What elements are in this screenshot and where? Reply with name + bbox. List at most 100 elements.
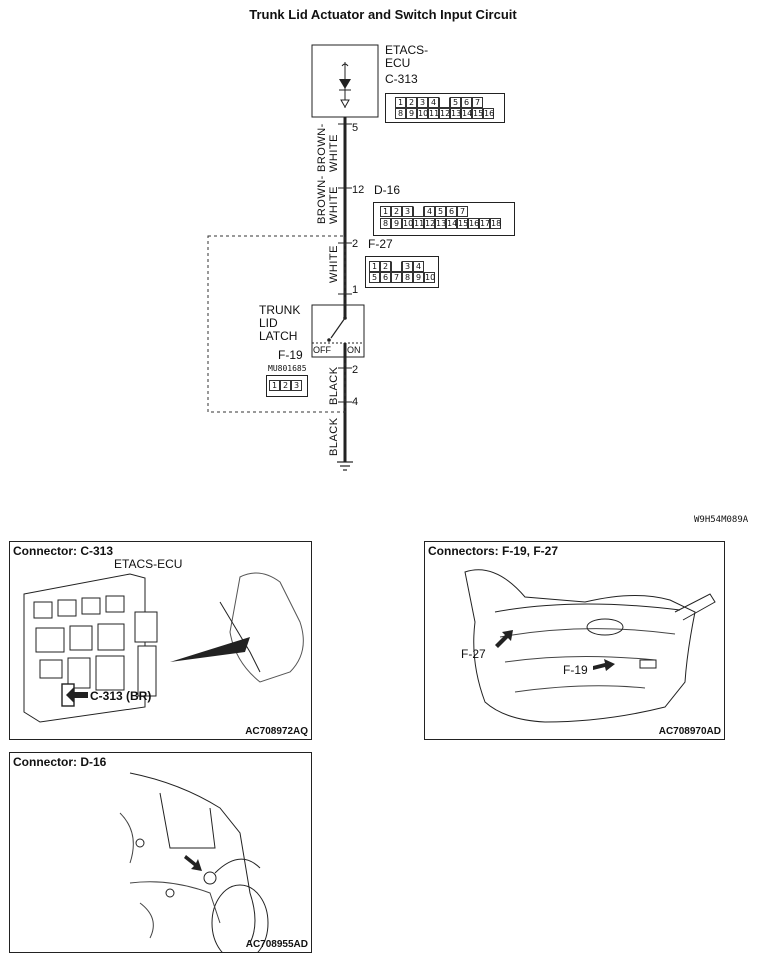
f27-connector-label: F-27 bbox=[368, 237, 393, 251]
d16-pin-cell: 11 bbox=[413, 218, 425, 229]
etacs-connector-label: C-313 bbox=[385, 72, 418, 86]
latch-switch-box bbox=[311, 304, 365, 358]
panel-f19-callout: F-19 bbox=[563, 663, 588, 677]
d16-pin-cell: 15 bbox=[457, 218, 469, 229]
latch-label-line1: TRUNK bbox=[259, 303, 301, 317]
f19-arrow-icon bbox=[593, 659, 615, 671]
diode-icon bbox=[339, 79, 351, 89]
etacs-pin-cell: 11 bbox=[428, 108, 440, 119]
d16-pin-cell: 3 bbox=[402, 206, 413, 217]
etacs-pin-cell: 1 bbox=[395, 97, 406, 108]
switch-contact bbox=[330, 317, 346, 339]
circuit-diagram bbox=[207, 44, 379, 471]
f27-pin-cell: 8 bbox=[402, 272, 413, 283]
wire-brown-white-1-line1: BROWN- bbox=[316, 123, 328, 172]
d16-arrow-icon bbox=[184, 855, 202, 871]
wire-white-label: WHITE bbox=[328, 245, 340, 283]
etacs-pin-cell: 2 bbox=[406, 97, 417, 108]
f19-pin-cell: 1 bbox=[269, 380, 280, 391]
diagram-title: Trunk Lid Actuator and Switch Input Circ… bbox=[249, 7, 517, 22]
f27-pin-cell: 6 bbox=[380, 272, 391, 283]
f27-pin-1: 1 bbox=[352, 284, 359, 296]
etacs-pin-cell: 15 bbox=[472, 108, 484, 119]
d16-pin-cell: 2 bbox=[391, 206, 402, 217]
etacs-ecu-label-line1: ETACS- bbox=[385, 43, 429, 57]
panel-c313-callout: C-313 (BR) bbox=[90, 689, 152, 703]
etacs-pin-cell bbox=[439, 97, 450, 108]
panel-d16: Connector: D-16 AC708955AD bbox=[9, 752, 312, 953]
wire-brown-white-2-line2: WHITE bbox=[328, 186, 340, 224]
etacs-pin-cell: 4 bbox=[428, 97, 439, 108]
figure-code: W9H54M089A bbox=[694, 515, 749, 525]
d16-pin-12: 12 bbox=[352, 184, 365, 196]
etacs-pin-cell: 10 bbox=[417, 108, 429, 119]
d16-pin-cell: 6 bbox=[446, 206, 457, 217]
etacs-pin-cell: 16 bbox=[483, 108, 495, 119]
d16-connector-label: D-16 bbox=[374, 183, 401, 197]
f27-pin-cell: 3 bbox=[402, 261, 413, 272]
latch-label-line2: LID bbox=[259, 316, 278, 330]
etacs-pin-cell: 12 bbox=[439, 108, 451, 119]
etacs-pin-cell: 14 bbox=[461, 108, 473, 119]
panel-d16-title: Connector: D-16 bbox=[13, 755, 107, 769]
etacs-pin-cell: 6 bbox=[461, 97, 472, 108]
trunk-illustration bbox=[464, 569, 716, 723]
d16-pin-cell: 1 bbox=[380, 206, 391, 217]
wire-black-1-label: BLACK bbox=[328, 366, 340, 405]
f27-pin-cell: 9 bbox=[413, 272, 424, 283]
body-illustration bbox=[119, 772, 269, 952]
d16-pin-cell: 14 bbox=[446, 218, 458, 229]
d16-pin-cell: 18 bbox=[490, 218, 502, 229]
etacs-pin-cell: 8 bbox=[395, 108, 406, 119]
f27-pin-cell: 10 bbox=[424, 272, 436, 283]
f27-arrow-icon bbox=[495, 630, 513, 648]
latch-label-line3: LATCH bbox=[259, 329, 298, 343]
panel-f19-f27-title: Connectors: F-19, F-27 bbox=[428, 544, 559, 558]
d16-pin-cell: 8 bbox=[380, 218, 391, 229]
f27-pin-cell: 2 bbox=[380, 261, 391, 272]
wire-black-2-label: BLACK bbox=[328, 417, 340, 456]
etacs-pin-5: 5 bbox=[352, 122, 359, 134]
d16-pin-cell: 7 bbox=[457, 206, 468, 217]
etacs-pin-cell: 7 bbox=[472, 97, 483, 108]
d16-pin-cell: 17 bbox=[479, 218, 491, 229]
d16-pin-cell bbox=[413, 206, 424, 217]
panel-c313-subtitle: ETACS-ECU bbox=[114, 557, 183, 571]
d16-pin-cell: 5 bbox=[435, 206, 446, 217]
f19-part-number: MU801685 bbox=[268, 364, 307, 373]
f27-pin-cell: 5 bbox=[369, 272, 380, 283]
panel-d16-code: AC708955AD bbox=[245, 939, 308, 950]
d16-pin-cell: 16 bbox=[468, 218, 480, 229]
f27-pin-2: 2 bbox=[352, 238, 359, 250]
switch-off-label: OFF bbox=[313, 345, 331, 355]
d16-pin-cell: 4 bbox=[424, 206, 435, 217]
switch-on-label: ON bbox=[347, 345, 361, 355]
etacs-pin-cell: 13 bbox=[450, 108, 462, 119]
pin-4-label: 4 bbox=[352, 396, 359, 408]
d16-pin-cell: 13 bbox=[435, 218, 447, 229]
f19-pin-cell: 3 bbox=[291, 380, 302, 391]
d16-pin-cell: 12 bbox=[424, 218, 436, 229]
panel-c313-title: Connector: C-313 bbox=[13, 544, 114, 558]
f19-pin-cell: 2 bbox=[280, 380, 291, 391]
etacs-pin-cell: 9 bbox=[406, 108, 417, 119]
panel-f19-f27: Connectors: F-19, F-27 F-27 F-19 AC70897… bbox=[424, 541, 725, 740]
etacs-pin-cell: 5 bbox=[450, 97, 461, 108]
etacs-pin-cell: 3 bbox=[417, 97, 428, 108]
pin-2-label: 2 bbox=[352, 364, 359, 376]
wire-brown-white-1-line2: WHITE bbox=[328, 134, 340, 172]
panel-f19-f27-code: AC708970AD bbox=[658, 726, 721, 737]
panel-c313: Connector: C-313 ETACS-ECU C-313 (BR) AC… bbox=[9, 541, 312, 740]
f27-pin-cell: 1 bbox=[369, 261, 380, 272]
etacs-ecu-label-line2: ECU bbox=[385, 56, 411, 70]
f27-pin-cell: 7 bbox=[391, 272, 402, 283]
wire-brown-white-2-line1: BROWN- bbox=[316, 175, 328, 224]
panel-c313-code: AC708972AQ bbox=[245, 726, 308, 737]
etacs-ecu-illustration bbox=[23, 572, 304, 723]
d16-pin-cell: 9 bbox=[391, 218, 402, 229]
panel-f27-callout: F-27 bbox=[461, 647, 486, 661]
